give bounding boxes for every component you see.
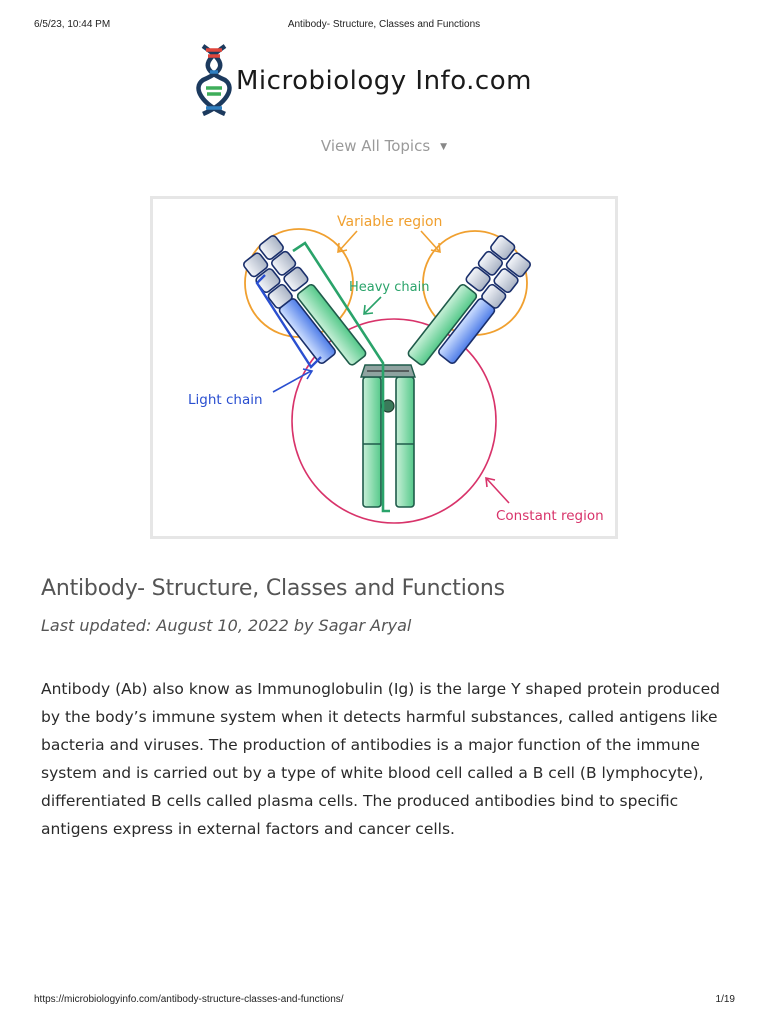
view-all-topics-dropdown[interactable]: View All Topics ▼ xyxy=(0,137,768,155)
heavy-chain-label: Heavy chain xyxy=(349,280,429,295)
antibody-figure: Variable region Heavy chain Light chain … xyxy=(150,196,618,539)
print-url: https://microbiologyinfo.com/antibody-st… xyxy=(34,994,344,1005)
article-meta: Last updated: August 10, 2022 by Sagar A… xyxy=(41,616,412,635)
variable-region-label: Variable region xyxy=(337,214,442,230)
site-logo[interactable]: Microbiology Info.com xyxy=(196,44,576,120)
view-all-topics-label: View All Topics xyxy=(320,137,431,155)
dna-icon xyxy=(196,44,232,116)
antibody-diagram: Variable region Heavy chain Light chain … xyxy=(188,214,604,524)
print-footer: https://microbiologyinfo.com/antibody-st… xyxy=(0,994,768,1014)
article-intro-paragraph: Antibody (Ab) also know as Immunoglobuli… xyxy=(41,680,720,838)
constant-region-circle xyxy=(291,318,497,524)
print-page-title: Antibody- Structure, Classes and Functio… xyxy=(287,19,481,30)
constant-region-label: Constant region xyxy=(496,508,604,524)
light-chain-label: Light chain xyxy=(188,392,263,408)
print-datetime: 6/5/23, 10:44 PM xyxy=(34,19,111,30)
print-header: 6/5/23, 10:44 PM Antibody- Structure, Cl… xyxy=(0,0,768,40)
caret-down-icon: ▼ xyxy=(440,142,448,152)
logo-text: Microbiology Info.com xyxy=(236,66,532,96)
print-page-number: 1/19 xyxy=(715,994,735,1005)
article-title: Antibody- Structure, Classes and Functio… xyxy=(41,576,505,601)
